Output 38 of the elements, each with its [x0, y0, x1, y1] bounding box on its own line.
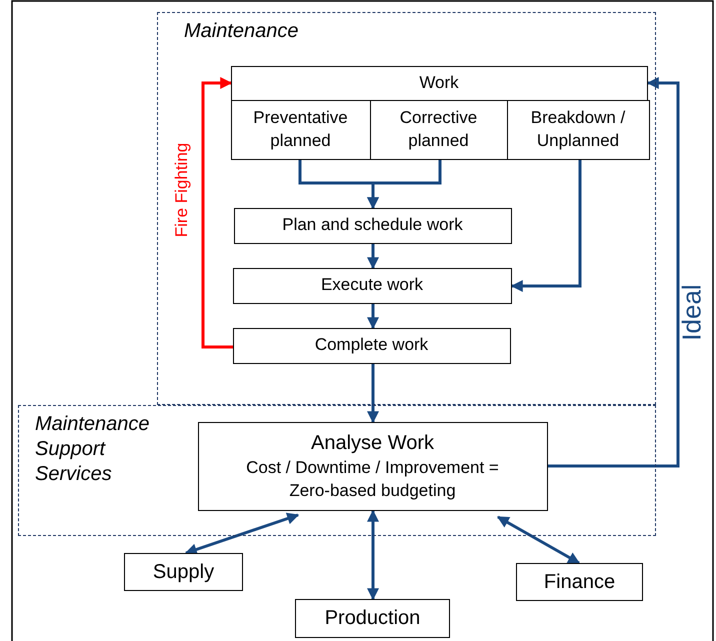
arrow	[510, 160, 582, 292]
box-title: Finance	[542, 570, 616, 594]
box-text: Cost / Downtime / Improvement = Zero-based budgeting	[245, 456, 500, 502]
process-box	[234, 208, 512, 244]
box-title: Supply	[152, 560, 216, 584]
arrow	[367, 244, 379, 270]
dashed-group-frame	[18, 405, 656, 536]
box-title: Analyse Work	[310, 430, 435, 456]
box-title: Breakdown / Unplanned	[530, 106, 626, 152]
process-box	[124, 553, 243, 591]
box-title: Execute work	[320, 274, 424, 296]
process-box	[506, 100, 650, 160]
group-title: Maintenance Support Services	[35, 412, 151, 487]
arrow	[548, 77, 680, 468]
arrow	[202, 77, 233, 348]
process-box	[232, 268, 512, 304]
dashed-group-frame	[157, 12, 656, 405]
box-title: Plan and schedule work	[281, 214, 464, 236]
process-box	[198, 422, 548, 510]
process-box	[295, 599, 450, 638]
arrow	[184, 512, 300, 556]
process-box	[232, 328, 510, 364]
box-title: Preventative planned	[252, 106, 349, 152]
process-box	[230, 100, 370, 160]
arrow	[367, 510, 379, 600]
arrow	[367, 304, 379, 330]
edge-label: Ideal	[676, 284, 708, 340]
box-title: Corrective planned	[398, 106, 478, 152]
process-box	[230, 66, 648, 100]
arrow	[367, 364, 379, 424]
box-title: Work	[418, 72, 460, 94]
group-title: Maintenance	[184, 19, 300, 44]
arrow	[496, 516, 580, 564]
edge-label: Fire Fighting	[172, 142, 192, 238]
box-title: Complete work	[314, 334, 430, 356]
box-title: Production	[324, 606, 422, 631]
arrow	[367, 160, 442, 210]
process-box	[516, 563, 643, 601]
